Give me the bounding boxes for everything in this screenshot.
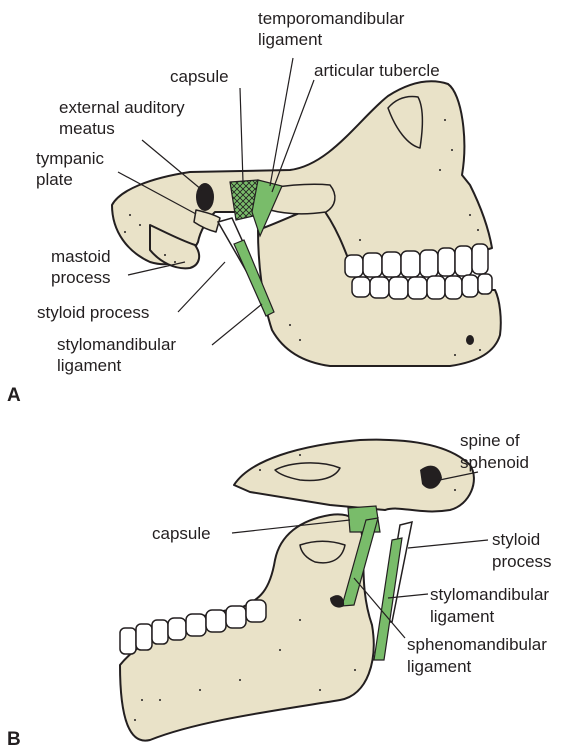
label-sphenomandibular-ligament-line1: sphenomandibular: [407, 635, 547, 654]
label-articular-tubercle: articular tubercle: [314, 61, 440, 80]
lower-teeth: [352, 274, 492, 299]
label-stylomandibular-ligament-a: stylomandibular ligament: [57, 335, 181, 375]
label-external-auditory-meatus-line2: meatus: [59, 119, 115, 138]
label-mastoid-process-line1: mastoid: [51, 247, 111, 266]
label-mastoid-process-line2: process: [51, 268, 111, 287]
label-temporomandibular-ligament: temporomandibular ligament: [258, 9, 409, 49]
label-temporomandibular-ligament-line1: temporomandibular: [258, 9, 405, 28]
label-temporomandibular-ligament-line2: ligament: [258, 30, 323, 49]
label-spine-of-sphenoid: spine of sphenoid: [460, 431, 529, 472]
panel-a: temporomandibular ligament capsule artic…: [7, 9, 501, 406]
label-stylomandibular-ligament-b-line2: ligament: [430, 607, 495, 626]
panel-label-a: A: [7, 385, 21, 406]
label-spine-of-sphenoid-line1: spine of: [460, 431, 520, 450]
label-styloid-process-b: styloid process: [492, 530, 552, 571]
label-sphenomandibular-ligament-line2: ligament: [407, 657, 472, 676]
label-styloid-process-a: styloid process: [37, 303, 149, 322]
label-stylomandibular-ligament-b-line1: stylomandibular: [430, 585, 549, 604]
label-tympanic-plate-line1: tympanic: [36, 149, 105, 168]
label-spine-of-sphenoid-line2: sphenoid: [460, 453, 529, 472]
label-stylomandibular-ligament-a-line2: ligament: [57, 356, 122, 375]
label-tympanic-plate: tympanic plate: [36, 149, 109, 189]
label-sphenomandibular-ligament: sphenomandibular ligament: [407, 635, 552, 676]
label-styloid-process-b-line2: process: [492, 552, 552, 571]
label-capsule-a: capsule: [170, 67, 229, 86]
label-capsule-b: capsule: [152, 524, 211, 543]
panel-label-b: B: [7, 729, 21, 750]
label-stylomandibular-ligament-a-line1: stylomandibular: [57, 335, 176, 354]
label-mastoid-process: mastoid process: [51, 247, 115, 287]
panel-b: spine of sphenoid capsule styloid proces…: [7, 431, 554, 750]
label-tympanic-plate-line2: plate: [36, 170, 73, 189]
label-stylomandibular-ligament-b: stylomandibular ligament: [430, 585, 554, 626]
label-external-auditory-meatus-line1: external auditory: [59, 98, 185, 117]
label-external-auditory-meatus: external auditory meatus: [59, 98, 189, 138]
mental-foramen: [466, 335, 474, 345]
label-styloid-process-b-line1: styloid: [492, 530, 540, 549]
stylomandibular-ligament-shape-b: [374, 538, 402, 660]
